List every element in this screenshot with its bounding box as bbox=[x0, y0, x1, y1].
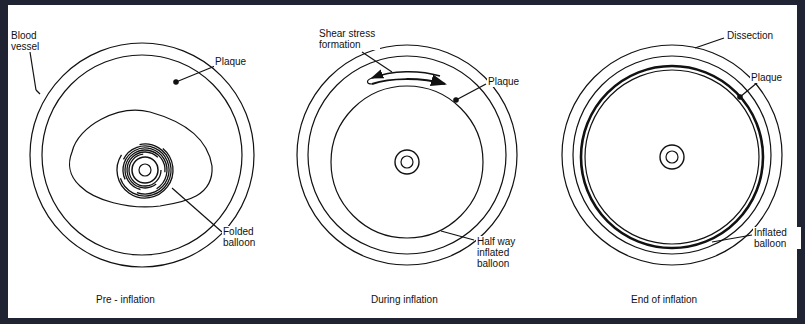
balloon-fold bbox=[129, 154, 161, 186]
figure-caption: End of inflation bbox=[630, 294, 698, 305]
part-label: Plaque bbox=[214, 56, 247, 67]
figure-caption: During inflation bbox=[370, 294, 439, 305]
part-label: Folded balloon bbox=[222, 226, 274, 248]
part-label: Blood vessel bbox=[10, 30, 52, 52]
balloon-fold bbox=[124, 146, 170, 194]
part-label: Plaque bbox=[750, 72, 783, 83]
balloon-fold bbox=[125, 150, 165, 189]
figure-caption: Pre - inflation bbox=[95, 294, 156, 305]
during-inflation-figure bbox=[297, 45, 517, 265]
balloon-fold bbox=[120, 144, 171, 196]
balloon-fold bbox=[117, 148, 173, 198]
part-label: Dissection bbox=[726, 30, 774, 41]
balloon-fold bbox=[123, 148, 167, 189]
part-label: Inflated balloon bbox=[753, 227, 801, 249]
part-label: Shear stress formation bbox=[318, 28, 380, 50]
pre-inflation-figure bbox=[30, 43, 254, 267]
part-label: Plaque bbox=[487, 76, 520, 87]
part-label: Half way inflated balloon bbox=[476, 236, 538, 269]
end-inflation-figure bbox=[562, 38, 782, 265]
balloon-fold bbox=[127, 152, 158, 188]
